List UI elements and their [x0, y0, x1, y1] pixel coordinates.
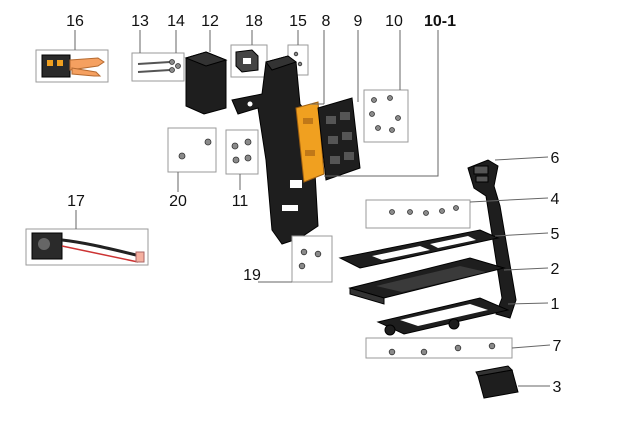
part-13-14-bolts[interactable] — [131, 52, 185, 82]
callout-18: 18 — [245, 13, 263, 30]
callout-2: 2 — [551, 261, 560, 278]
callout-13: 13 — [131, 13, 149, 30]
part-20-screws[interactable] — [167, 127, 217, 173]
leader-lines — [74, 30, 551, 387]
callout-15: 15 — [289, 13, 307, 30]
callout-14: 14 — [167, 13, 185, 30]
callout-7: 7 — [553, 338, 562, 355]
callout-6: 6 — [551, 150, 560, 167]
part-12-block[interactable] — [184, 51, 228, 115]
callout-20: 20 — [169, 193, 187, 210]
callout-1: 1 — [551, 296, 560, 313]
part-1-base-frame[interactable] — [376, 297, 510, 336]
callout-11: 11 — [232, 193, 249, 210]
part-17-switch[interactable] — [25, 228, 149, 266]
part-8-main-bracket[interactable] — [231, 55, 319, 245]
callout-9: 9 — [354, 13, 363, 30]
callout-10-1: 10-1 — [424, 13, 456, 30]
part-7-screws[interactable] — [365, 337, 513, 359]
part-3-rubber-block[interactable] — [475, 365, 519, 399]
part-2-tray[interactable] — [348, 257, 506, 305]
part-19-screws[interactable] — [291, 235, 333, 283]
callout-labels: 16 13 14 12 18 15 8 9 10 10-1 20 11 17 1… — [66, 13, 561, 396]
part-11-nuts[interactable] — [225, 129, 259, 175]
part-18-clip[interactable] — [230, 44, 268, 78]
part-5-frame[interactable] — [338, 229, 500, 269]
callout-8: 8 — [322, 13, 331, 30]
callout-12: 12 — [201, 13, 219, 30]
callout-5: 5 — [551, 226, 560, 243]
part-4-screws[interactable] — [365, 199, 471, 229]
part-10-screws[interactable] — [363, 89, 409, 143]
part-16-connector[interactable] — [35, 49, 109, 83]
callout-17: 17 — [67, 193, 85, 210]
callout-4: 4 — [551, 191, 560, 208]
callout-19: 19 — [243, 267, 261, 284]
callout-16: 16 — [66, 13, 84, 30]
callout-10: 10 — [385, 13, 403, 30]
part-9-plate[interactable] — [317, 97, 361, 181]
part-6-upright[interactable] — [467, 159, 517, 319]
callout-3: 3 — [553, 379, 562, 396]
